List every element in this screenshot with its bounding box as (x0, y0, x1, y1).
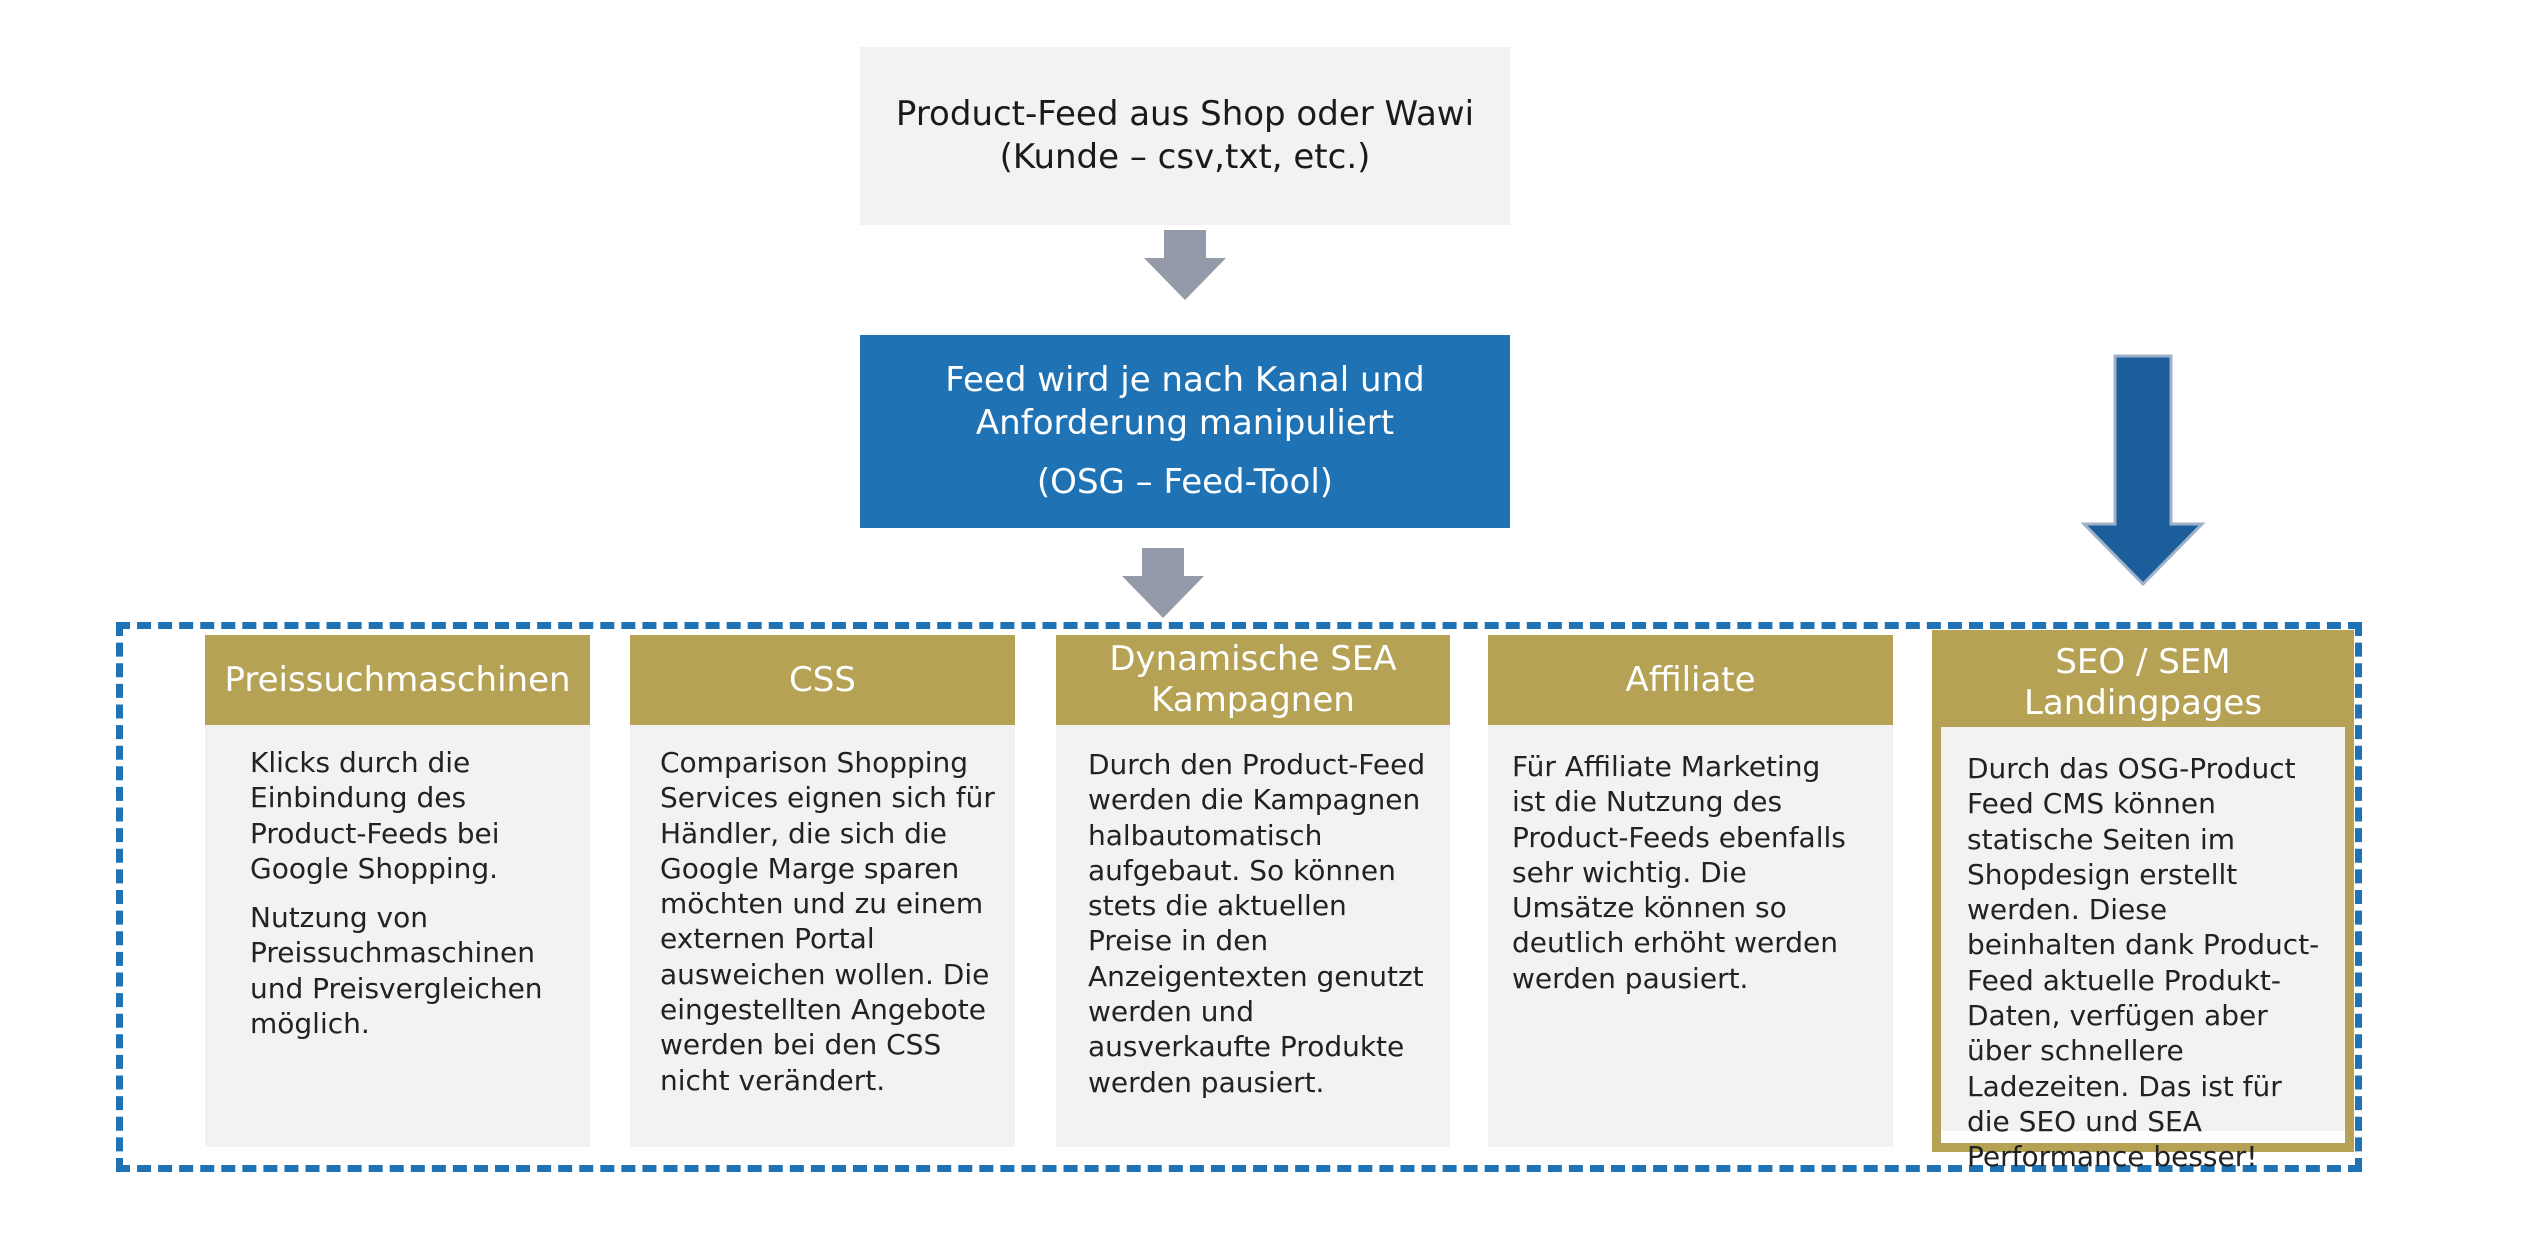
arrow-down-icon (1122, 548, 1204, 618)
column-title: CSS (789, 659, 856, 700)
column-header-affiliate: Affiliate (1488, 635, 1893, 725)
column-text: Für Affiliate Marketing ist die Nutzung … (1512, 750, 1846, 995)
channels-frame (116, 622, 2362, 1172)
column-title: Dynamische SEA Kampagnen (1109, 639, 1397, 720)
column-body-dynamische-sea: Durch den Product-Feed werden die Kampag… (1056, 725, 1450, 1147)
column-text: Comparison Shopping Services eignen sich… (660, 746, 995, 1097)
column-header-css: CSS (630, 635, 1015, 725)
column-title: SEO / SEM Landingpages (2023, 642, 2263, 723)
column-text: Durch das OSG-Product Feed CMS können st… (1967, 752, 2320, 1174)
source-feed-subtitle: (Kunde – csv,txt, etc.) (999, 137, 1371, 177)
column-body-seo-sem: Durch das OSG-Product Feed CMS können st… (1941, 727, 2345, 1173)
column-body-preissuchmaschinen: Klicks durch die Einbindung des Product-… (205, 725, 590, 1147)
feed-tool-line1: Feed wird je nach Kanal und (945, 360, 1425, 400)
source-feed-title: Product-Feed aus Shop oder Wawi (895, 94, 1475, 134)
column-title: Preissuchmaschinen (224, 659, 571, 700)
column-highlight-frame (1932, 630, 2354, 1152)
column-title: Affiliate (1625, 659, 1756, 700)
column-header-seo-sem: SEO / SEM Landingpages (1941, 639, 2345, 727)
column-text: Durch den Product-Feed werden die Kampag… (1088, 748, 1426, 1099)
column-header-dynamische-sea: Dynamische SEA Kampagnen (1056, 635, 1450, 725)
column-body-affiliate: Für Affiliate Marketing ist die Nutzung … (1488, 725, 1893, 1147)
feed-tool-box: Feed wird je nach Kanal und Anforderung … (860, 335, 1510, 528)
column-body-css: Comparison Shopping Services eignen sich… (630, 725, 1015, 1147)
highlight-arrow-down-icon (2080, 354, 2206, 587)
column-text: Klicks durch die Einbindung des Product-… (250, 746, 500, 885)
feed-tool-line2: Anforderung manipuliert (975, 403, 1395, 443)
source-feed-box: Product-Feed aus Shop oder Wawi (Kunde –… (860, 47, 1510, 225)
arrow-down-icon (1144, 230, 1226, 300)
column-header-preissuchmaschinen: Preissuchmaschinen (205, 635, 590, 725)
column-text: Nutzung von Preissuchmaschinen und Preis… (250, 901, 543, 1041)
feed-tool-line3: (OSG – Feed-Tool) (1036, 462, 1334, 502)
